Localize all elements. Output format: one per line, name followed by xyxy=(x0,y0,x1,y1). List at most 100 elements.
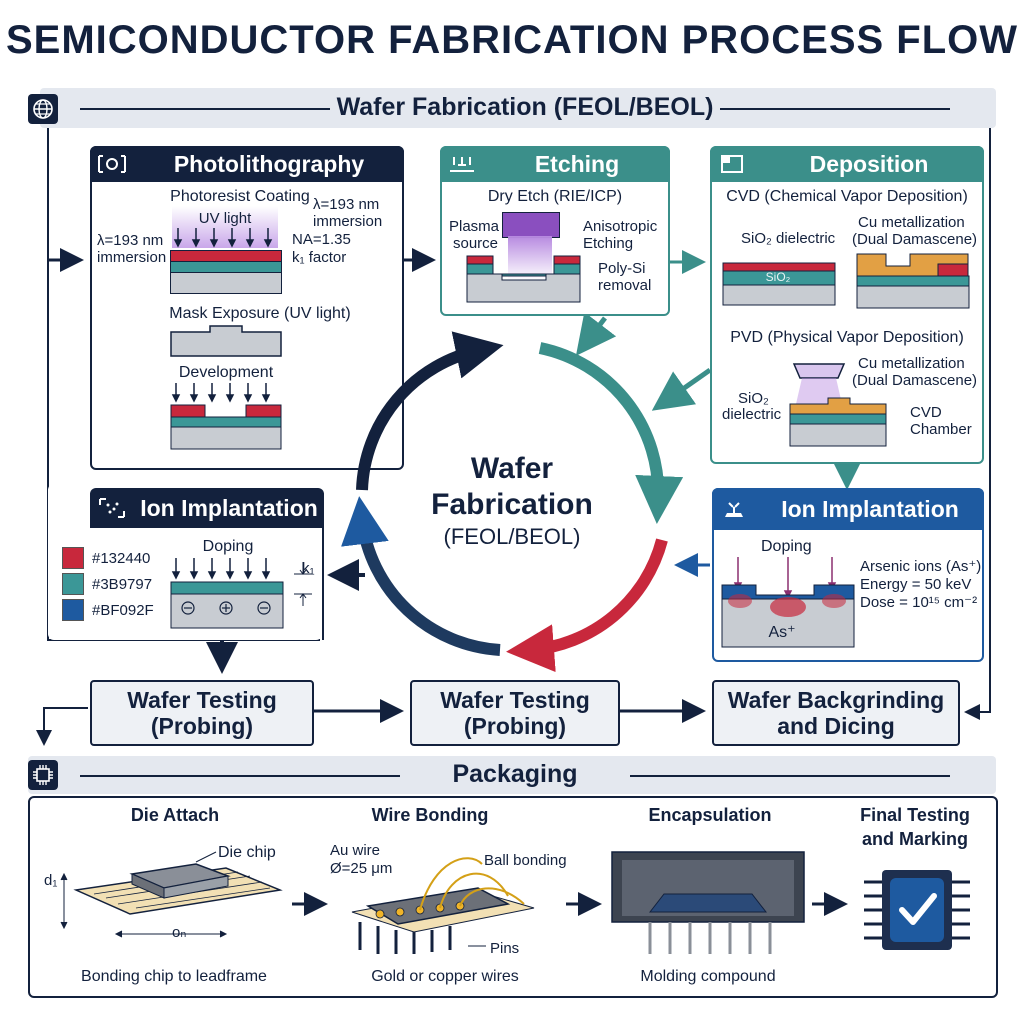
ball-bonding-label: Ball bonding xyxy=(484,852,567,869)
encapsulation-diagram xyxy=(611,851,805,954)
cycle-title-1: Wafer xyxy=(470,452,554,485)
page-title: SEMICONDUCTOR FABRICATION PROCESS FLOW xyxy=(5,18,1019,62)
pvd-diagram xyxy=(789,363,887,447)
legend-swatch-2 xyxy=(62,573,84,595)
legend-label-3: #BF092F xyxy=(92,601,154,619)
die-chip-label: Die chip xyxy=(218,844,276,861)
step-2-line2: (Probing) xyxy=(463,713,567,739)
development-label: Development xyxy=(178,364,274,381)
photolithography-header: Photolithography xyxy=(90,146,404,182)
ion-left-header: Ion Implantation xyxy=(90,488,324,528)
etch-icon xyxy=(440,155,484,173)
poly-si-label-1: Poly-Si xyxy=(598,260,646,277)
cycle-arrow-blue xyxy=(341,496,501,656)
cvd-chamber-label-2: Chamber xyxy=(910,421,972,438)
poly-si-label-2: removal xyxy=(598,277,652,294)
pvd-cu-label-2: (Dual Damascene) xyxy=(852,372,978,389)
dots-icon xyxy=(90,497,134,519)
mask-exposure-label: Mask Exposure (UV light) xyxy=(169,305,351,322)
pvd-label: PVD (Physical Vapor Deposition) xyxy=(730,329,964,346)
lambda-left-2: immersion xyxy=(97,249,167,266)
wire-bonding-diagram xyxy=(351,857,535,954)
cycle-arrow-navy xyxy=(356,331,504,491)
photolithography-title: Photolithography xyxy=(173,150,365,177)
development-diagram xyxy=(170,383,282,450)
die-attach-title: Die Attach xyxy=(130,805,220,825)
au-wire-label-2: Ø=25 μm xyxy=(330,860,393,877)
left-bus-line xyxy=(47,126,320,641)
photoresist-coating-label: Photoresist Coating xyxy=(170,188,310,205)
pvd-sio2-label-1: SiO₂ xyxy=(738,390,769,407)
etching-header: Etching xyxy=(440,146,670,182)
wafer-testing-step-1: Wafer Testing(Probing) xyxy=(90,680,314,746)
k1-factor-label: k₁ factor xyxy=(292,249,347,266)
uv-light-label: UV light xyxy=(198,210,252,227)
substrate-layer xyxy=(170,272,282,294)
cu-metallization-label-1: Cu metallization xyxy=(858,214,965,231)
legend-swatch-3 xyxy=(62,599,84,621)
ion-left-body xyxy=(48,528,324,640)
step-3-line1: Wafer Backgrinding xyxy=(727,687,945,713)
wire-bonding-title: Wire Bonding xyxy=(371,805,489,825)
legend-label-1: #132440 xyxy=(92,549,151,567)
packaging-bar-label: Packaging xyxy=(452,760,578,788)
die-attach-diagram xyxy=(60,851,283,938)
etch-diagram xyxy=(466,255,581,303)
wire-bonding-caption: Gold or copper wires xyxy=(371,968,519,985)
packaging-rule-left xyxy=(80,775,400,777)
legend-swatch-1 xyxy=(62,547,84,569)
as-ion-label: As⁺ xyxy=(768,624,796,641)
uv-arrows xyxy=(173,228,273,248)
cvd-diagram-left xyxy=(722,262,836,306)
plasma-label-2: source xyxy=(453,235,499,252)
wafer-testing-step-2: Wafer Testing(Probing) xyxy=(410,680,620,746)
camera-icon xyxy=(90,154,134,174)
legend-row-1: #132440 xyxy=(62,547,154,569)
step-1-line1: Wafer Testing xyxy=(127,687,277,713)
final-testing-title-1: Final Testing xyxy=(860,805,970,825)
ion-right-diagram xyxy=(721,557,855,648)
ion-left-title: Ion Implantation xyxy=(140,494,318,521)
bar-rule-right xyxy=(720,108,950,110)
arrow-deposition-to-cycle xyxy=(651,367,712,411)
plasma-glow xyxy=(508,236,552,280)
fabrication-cycle xyxy=(341,331,684,673)
wafer-fab-bar-label: Wafer Fabrication (FEOL/BEOL) xyxy=(336,93,714,121)
cycle-arrow-red xyxy=(506,538,668,673)
bar-rule-left xyxy=(80,108,330,110)
d1-label: d₁ xyxy=(44,872,58,889)
window-icon xyxy=(710,154,754,174)
sio2-layer-label: SiO₂ xyxy=(765,270,791,284)
au-wire-label-1: Au wire xyxy=(330,842,381,859)
encapsulation-caption: Molding compound xyxy=(640,968,776,985)
checkmark-icon xyxy=(862,860,972,960)
lambda-right-2: immersion xyxy=(313,213,383,230)
dry-etch-label: Dry Etch (RIE/ICP) xyxy=(487,188,623,205)
chip-icon xyxy=(28,760,58,790)
pins-label: Pins xyxy=(490,940,520,957)
legend-label-2: #3B9797 xyxy=(92,575,153,593)
ion-right-doping-label: Doping xyxy=(761,538,812,555)
ion-left-diagram xyxy=(170,558,312,629)
on-label: oₙ xyxy=(172,924,187,941)
legend-row-2: #3B9797 xyxy=(62,573,154,595)
arsenic-label: Arsenic ions (As⁺) xyxy=(860,558,982,575)
ion-left-k1-label: k₁ xyxy=(302,560,315,577)
anisotropic-label-1: Anisotropic xyxy=(583,218,658,235)
globe-icon xyxy=(28,94,58,124)
legend-row-3: #BF092F xyxy=(62,599,154,621)
cvd-chamber-label-1: CVD xyxy=(910,404,942,421)
arrow-to-packaging xyxy=(36,707,88,746)
mask-diagram xyxy=(170,325,282,357)
plasma-label-1: Plasma xyxy=(449,218,500,235)
step-2-line1: Wafer Testing xyxy=(440,687,590,713)
packaging-rule-right xyxy=(630,775,950,777)
cu-metallization-label-2: (Dual Damascene) xyxy=(852,231,978,248)
cycle-title-2: Fabrication xyxy=(431,488,593,521)
implanter-icon xyxy=(712,497,756,521)
plasma-source-block xyxy=(502,212,560,238)
cycle-arrow-teal xyxy=(538,342,684,524)
pvd-cu-label-1: Cu metallization xyxy=(858,355,965,372)
final-testing-title-2: and Marking xyxy=(861,829,968,849)
